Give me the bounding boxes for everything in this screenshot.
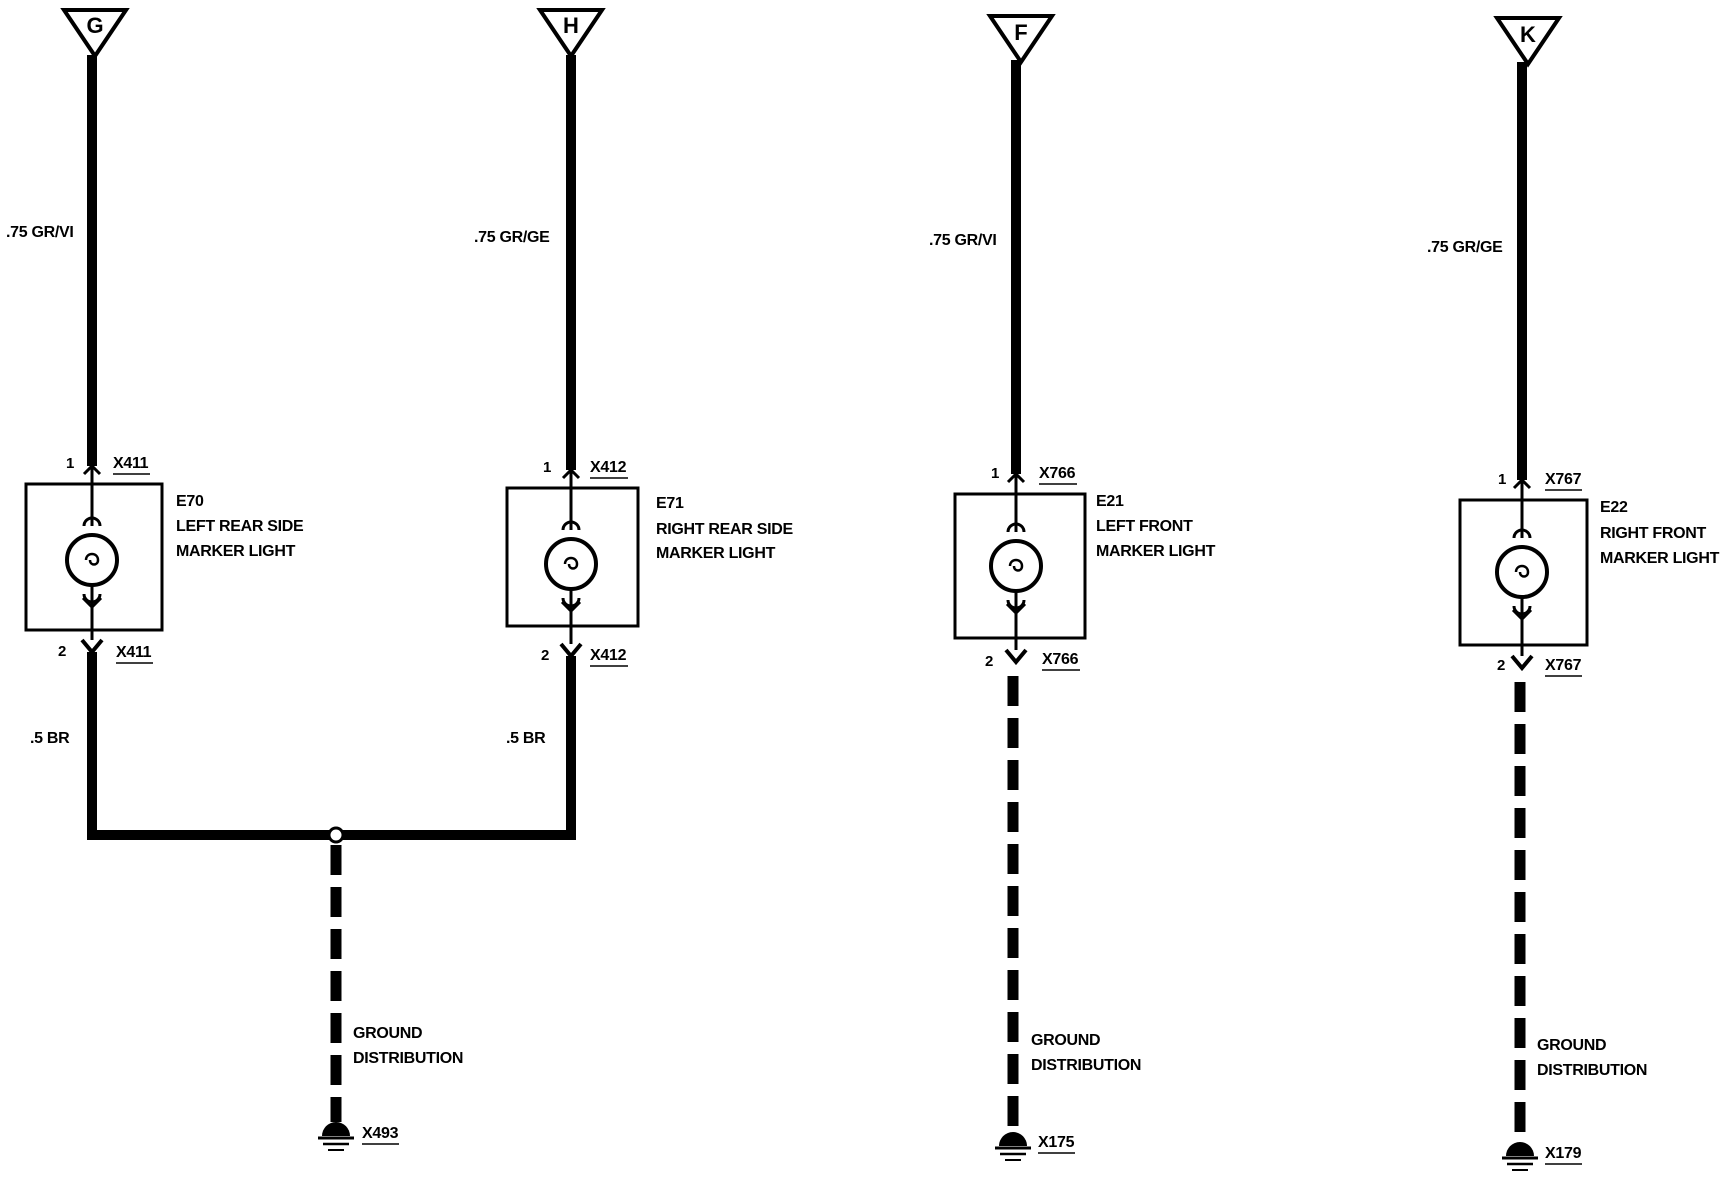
wire-out-label-e71: .5 BR xyxy=(506,730,546,747)
splice-point xyxy=(327,826,345,844)
lamp-icon-e71 xyxy=(544,467,598,644)
connector-letter-h: H xyxy=(563,13,579,38)
ground-id-x179: X179 xyxy=(1545,1145,1582,1162)
component-name-e71-line1: RIGHT REAR SIDE xyxy=(656,521,793,538)
connector-triangle-f xyxy=(986,14,1056,66)
connector-letter-f: F xyxy=(1014,20,1027,45)
component-name-e22-line2: MARKER LIGHT xyxy=(1600,550,1720,567)
component-id-e21: E21 xyxy=(1096,493,1124,510)
pin-bottom-e71: 2 xyxy=(541,647,549,664)
wire-in-label-e22: .75 GR/GE xyxy=(1427,239,1503,256)
component-name-e70-line1: LEFT REAR SIDE xyxy=(176,518,304,535)
ground-label-x179-line1: GROUND xyxy=(1537,1037,1606,1054)
ground-id-x493: X493 xyxy=(362,1125,399,1142)
ground-label-x175-line2: DISTRIBUTION xyxy=(1031,1057,1141,1074)
circuit-e22: K .75 GR/GE 1 X767 E22 RIGHT FRONT MARKE… xyxy=(1427,16,1720,1171)
rear-ground-wiring: GROUND DISTRIBUTION X493 xyxy=(87,652,576,1151)
component-name-e22-line1: RIGHT FRONT xyxy=(1600,525,1707,542)
connector-top-e71: X412 xyxy=(590,459,627,476)
connector-bottom-e21: X766 xyxy=(1042,651,1079,668)
connector-bottom-e71: X412 xyxy=(590,647,627,664)
connector-top-e21: X766 xyxy=(1039,465,1076,482)
circuit-e71: H .75 GR/GE 1 X412 E71 RIGHT REAR SIDE M… xyxy=(474,8,794,747)
component-name-e21-line1: LEFT FRONT xyxy=(1096,518,1193,535)
connector-triangle-h xyxy=(536,8,606,60)
connector-triangle-k xyxy=(1493,16,1563,68)
component-name-e71-line2: MARKER LIGHT xyxy=(656,545,776,562)
ground-icon-x179 xyxy=(1502,1142,1538,1171)
wire-in-label-e21: .75 GR/VI xyxy=(929,232,997,249)
connector-bottom-e70: X411 xyxy=(116,644,152,661)
wire-out-label-e70: .5 BR xyxy=(30,730,70,747)
pin-top-e71: 1 xyxy=(543,459,551,476)
lamp-icon-e22 xyxy=(1495,477,1549,656)
ground-label-x493-line2: DISTRIBUTION xyxy=(353,1050,463,1067)
ground-label-x175-line1: GROUND xyxy=(1031,1032,1100,1049)
lamp-icon-e70 xyxy=(65,463,119,640)
component-id-e22: E22 xyxy=(1600,499,1628,516)
lamp-icon-e21 xyxy=(989,471,1043,650)
connector-triangle-g xyxy=(60,8,130,60)
pin-top-e22: 1 xyxy=(1498,471,1506,488)
component-id-e71: E71 xyxy=(656,495,684,512)
connector-letter-g: G xyxy=(86,13,103,38)
pin-top-e21: 1 xyxy=(991,465,999,482)
component-name-e21-line2: MARKER LIGHT xyxy=(1096,543,1216,560)
connector-top-e70: X411 xyxy=(113,455,149,472)
component-id-e70: E70 xyxy=(176,493,204,510)
circuit-e21: F .75 GR/VI 1 X766 E21 LEFT FRONT MARKER… xyxy=(929,14,1216,1161)
circuit-e70: G .75 GR/VI 1 X411 E70 LEFT REAR SIDE MA… xyxy=(6,8,304,747)
component-name-e70-line2: MARKER LIGHT xyxy=(176,543,296,560)
component-box-e21 xyxy=(953,492,1087,640)
pin-bottom-e21: 2 xyxy=(985,653,993,670)
ground-label-x179-line2: DISTRIBUTION xyxy=(1537,1062,1647,1079)
ground-id-x175: X175 xyxy=(1038,1134,1075,1151)
connector-top-e22: X767 xyxy=(1545,471,1582,488)
wire-in-label-e70: .75 GR/VI xyxy=(6,224,74,241)
ground-icon-x175 xyxy=(995,1132,1031,1161)
wire-in-label-e71: .75 GR/GE xyxy=(474,229,550,246)
pin-top-e70: 1 xyxy=(66,455,74,472)
pin-bottom-e22: 2 xyxy=(1497,657,1505,674)
connector-bottom-e22: X767 xyxy=(1545,657,1582,674)
component-box-e70 xyxy=(24,482,164,632)
pin-bottom-e70: 2 xyxy=(58,643,66,660)
ground-icon-x493 xyxy=(318,1122,354,1151)
connector-letter-k: K xyxy=(1520,22,1536,47)
ground-label-x493-line1: GROUND xyxy=(353,1025,422,1042)
